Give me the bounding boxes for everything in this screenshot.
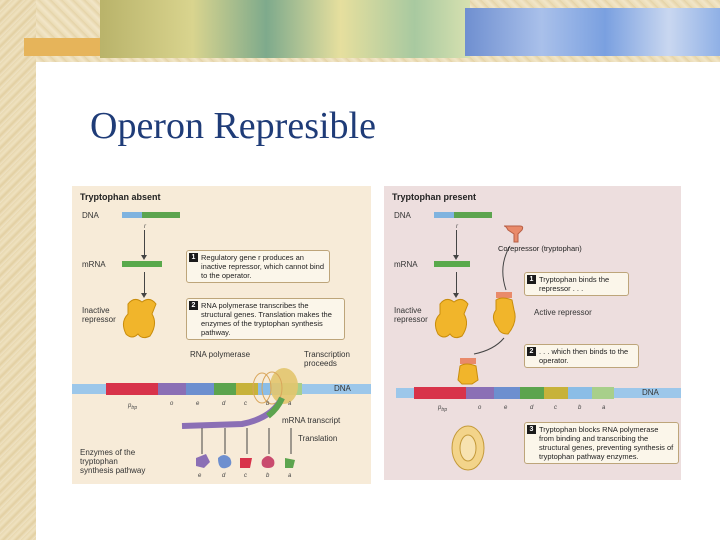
callout-1: 1 Tryptophan binds the repressor . . . xyxy=(524,272,629,296)
callout-1: 1 Regulatory gene r produces an inactive… xyxy=(186,250,330,283)
enzyme-letter: d xyxy=(222,472,225,481)
callout-2: 2 . . . which then binds to the operator… xyxy=(524,344,639,368)
segment-p: ptrp xyxy=(438,404,447,415)
step-number: 1 xyxy=(527,275,536,284)
callout-text: . . . which then binds to the operator. xyxy=(539,347,628,365)
enzyme-letter: c xyxy=(244,472,247,481)
dna-label-operon: DNA xyxy=(334,384,351,393)
segment-d: d xyxy=(222,400,225,409)
segment-e: e xyxy=(504,404,507,413)
callout-3: 3 Tryptophan blocks RNA polymerase from … xyxy=(524,422,679,464)
enzyme-letter: a xyxy=(288,472,291,481)
tryptophan-present-panel: Tryptophan present DNA r mRNA Inactive r… xyxy=(384,186,681,480)
step-number: 1 xyxy=(189,253,198,262)
step-number: 2 xyxy=(189,301,198,310)
corepressor-label: Corepressor (tryptophan) xyxy=(496,242,593,255)
segment-o: o xyxy=(170,400,173,409)
bound-repressor-shape xyxy=(458,358,478,384)
inactive-repressor-shape xyxy=(435,299,468,337)
segment-p: ptrp xyxy=(128,402,137,413)
enzymes-label: Enzymes of the tryptophan synthesis path… xyxy=(80,448,150,475)
callout-text: Regulatory gene r produces an inactive r… xyxy=(201,253,324,280)
corepressor-shape xyxy=(504,226,523,242)
segment-e: e xyxy=(196,400,199,409)
active-repressor-label: Active repressor xyxy=(534,308,594,317)
slide-title: Operon Represible xyxy=(90,104,376,148)
enzyme-letter: b xyxy=(266,472,269,481)
segment-b: b xyxy=(266,400,269,409)
segment-c: c xyxy=(244,400,247,409)
enzyme-letter: e xyxy=(198,472,201,481)
operon-dna xyxy=(72,383,371,395)
binding-arrow xyxy=(474,338,504,354)
segment-b: b xyxy=(578,404,581,413)
tryptophan-absent-panel: Tryptophan absent DNA r mRNA Inactive re… xyxy=(72,186,371,484)
callout-text: Tryptophan binds the repressor . . . xyxy=(539,275,609,293)
transcription-label: Transcription proceeds xyxy=(304,350,364,368)
rna-polymerase-label: RNA polymerase xyxy=(190,350,250,359)
active-repressor-shape xyxy=(493,292,515,334)
decorative-blue-banner xyxy=(465,8,720,56)
segment-a: a xyxy=(602,404,605,413)
callout-text: RNA polymerase transcribes the structura… xyxy=(201,301,332,337)
mrna-transcript-label: mRNA transcript xyxy=(282,416,340,425)
blocked-polymerase-shape xyxy=(452,426,484,470)
enzyme-arrows xyxy=(202,428,291,454)
step-number: 3 xyxy=(527,425,536,434)
translation-label: Translation xyxy=(298,434,337,443)
step-number: 2 xyxy=(527,347,536,356)
decorative-floral-banner xyxy=(100,0,470,58)
enzyme-shapes xyxy=(196,454,295,468)
operon-dna xyxy=(396,387,681,399)
segment-c: c xyxy=(554,404,557,413)
segment-d: d xyxy=(530,404,533,413)
dna-label-operon: DNA xyxy=(642,388,659,397)
decorative-ochre-strip xyxy=(24,38,100,56)
texture-left-border xyxy=(0,0,36,540)
callout-text: Tryptophan blocks RNA polymerase from bi… xyxy=(539,425,673,461)
callout-2: 2 RNA polymerase transcribes the structu… xyxy=(186,298,345,340)
inactive-repressor-shape xyxy=(123,299,156,337)
segment-a: a xyxy=(288,400,291,409)
segment-o: o xyxy=(478,404,481,413)
